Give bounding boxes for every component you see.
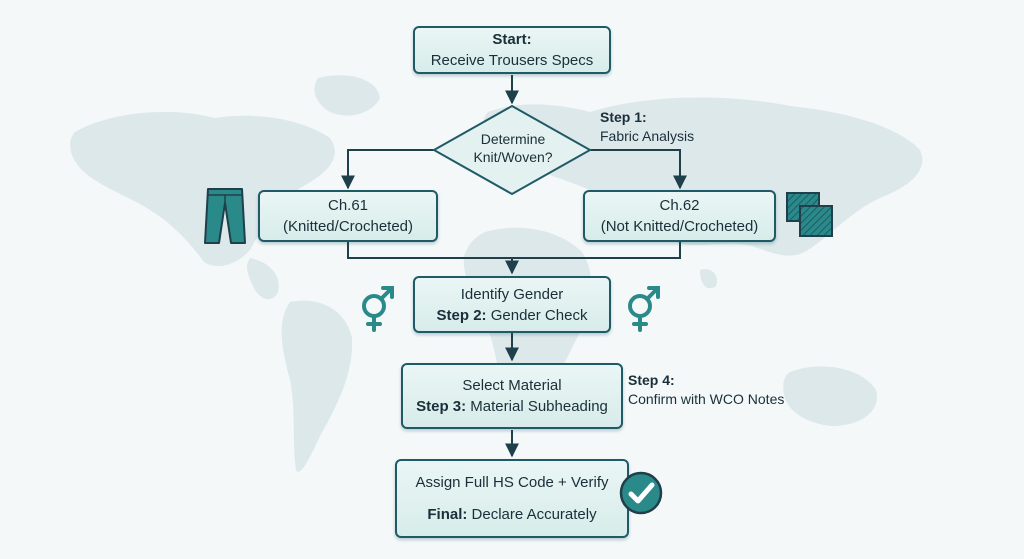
connector-ch62-merge bbox=[512, 242, 681, 259]
step4-label: Step 4: bbox=[628, 372, 675, 388]
gender-step-label: Step 2: bbox=[436, 306, 487, 324]
step1-note: Step 1: Fabric Analysis bbox=[600, 108, 694, 146]
start-text: Receive Trousers Specs bbox=[430, 52, 594, 69]
material-step-label: Step 3: bbox=[416, 398, 467, 415]
gender-box: Identify Gender Step 2: Gender Check bbox=[413, 276, 611, 333]
decision-text: Determine Knit/Woven? bbox=[473, 131, 553, 165]
final-title: Assign Full HS Code + Verify bbox=[415, 474, 609, 492]
gender-symbol-icon bbox=[628, 286, 660, 332]
ch61-text: (Knitted/Crocheted) bbox=[282, 218, 414, 235]
final-step-text: Declare Accurately bbox=[471, 505, 597, 523]
gender-symbol-icon bbox=[362, 286, 394, 332]
start-box: Start: Receive Trousers Specs bbox=[413, 26, 611, 74]
start-label: Start: bbox=[492, 31, 532, 48]
connector-ch61-merge bbox=[347, 242, 512, 259]
checkmark-badge-icon bbox=[619, 471, 663, 515]
gender-title: Identify Gender bbox=[460, 285, 564, 303]
ch62-box: Ch.62 (Not Knitted/Crocheted) bbox=[583, 190, 776, 242]
arrow-decision-to-ch62 bbox=[589, 149, 687, 190]
fabric-swatches-icon bbox=[786, 192, 833, 237]
material-box: Select Material Step 3: Material Subhead… bbox=[401, 363, 623, 429]
step4-text: Confirm with WCO Notes bbox=[628, 391, 785, 407]
step1-text: Fabric Analysis bbox=[600, 128, 695, 144]
ch61-box: Ch.61 (Knitted/Crocheted) bbox=[258, 190, 438, 242]
ch62-title: Ch.62 bbox=[659, 197, 700, 214]
trousers-icon bbox=[204, 188, 246, 244]
step4-note: Step 4: Confirm with WCO Notes bbox=[628, 371, 784, 409]
gender-step-text: Gender Check bbox=[490, 306, 588, 324]
ch61-title: Ch.61 bbox=[327, 197, 369, 214]
material-step-text: Material Subheading bbox=[470, 398, 608, 415]
final-box: Assign Full HS Code + Verify Final: Decl… bbox=[395, 459, 629, 538]
final-step-label: Final: bbox=[427, 505, 468, 523]
decision-diamond bbox=[431, 104, 593, 196]
material-title: Select Material bbox=[462, 377, 562, 394]
ch62-text: (Not Knitted/Crocheted) bbox=[600, 218, 759, 235]
arrow-decision-to-ch61 bbox=[341, 149, 435, 190]
step1-label: Step 1: bbox=[600, 109, 647, 125]
